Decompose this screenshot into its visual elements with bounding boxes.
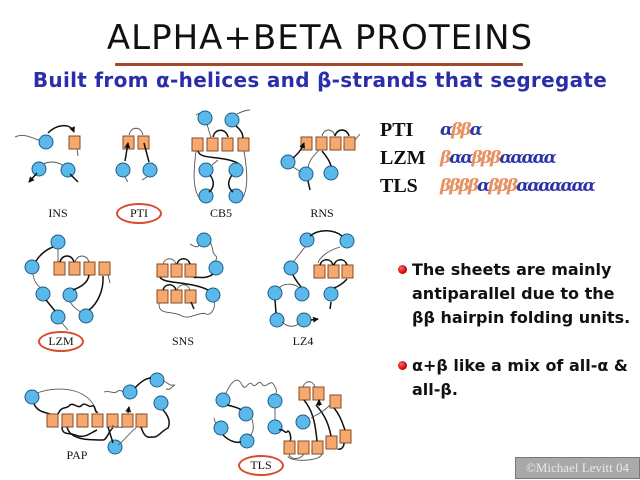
sequence-row-pti: PTI αββα [380,116,594,144]
diagram-label-pti: PTI [116,203,162,224]
alpha-symbols: α [469,120,483,140]
diagram-pti [115,127,158,183]
diagram-sns [156,232,224,318]
page-title: ALPHA+BETA PROTEINS [106,18,534,58]
beta-symbols: ββββ [440,176,479,196]
alpha-symbols: αα [449,148,473,168]
diagram-rns [280,129,361,191]
diagram-label-lz4: LZ4 [292,334,314,348]
diagram-label-sns: SNS [171,334,194,348]
copyright-notice: ©Michael Levitt 04 [515,457,640,479]
diagram-label-lzm: LZM [38,331,84,352]
bullet-text: The sheets are mainly antiparallel due t… [412,260,631,327]
alpha-symbols: α [477,176,490,196]
diagram-lzm [24,234,111,331]
sequence-pattern: ββββαβββααααααα [440,176,596,196]
alpha-symbols: α [440,120,453,140]
diagram-tls [213,379,352,461]
alpha-symbols: ααααααα [516,176,596,196]
bullet-text: α+β like a mix of all-α & all-β. [412,356,628,399]
diagram-pap [24,372,176,455]
secondary-structure-sequences: PTI αββα LZM βααβββααααα TLS ββββαβββααα… [380,116,596,200]
beta-symbols: ββ [451,120,472,140]
diagram-label-pap: PAP [66,448,88,462]
beta-symbols: β [440,148,451,168]
sequence-name: PTI [380,118,414,141]
beta-symbols: βββ [471,148,501,168]
sequence-row-tls: TLS ββββαβββααααααα [380,172,596,200]
sequence-pattern: αββα [440,120,483,140]
page-subtitle: Built from α-helices and β-strands that … [32,68,608,92]
sequence-name: LZM [380,146,426,169]
diagram-ins [14,125,81,183]
beta-symbols: βββ [488,176,518,196]
bullet-dot-icon [398,265,407,274]
key-points: The sheets are mainly antiparallel due t… [396,258,636,426]
diagram-lz4 [267,230,355,328]
title-underline [115,63,523,66]
diagram-cb5 [191,109,251,204]
bullet-item: α+β like a mix of all-α & all-β. [396,354,636,402]
diagram-label-ins: INS [48,206,68,220]
alpha-symbols: ααααα [499,148,556,168]
diagram-label-cb5: CB5 [209,206,232,220]
sequence-row-lzm: LZM βααβββααααα [380,144,594,172]
bullet-dot-icon [398,361,407,370]
sequence-name: TLS [380,174,418,197]
diagram-label-tls: TLS [238,455,284,476]
bullet-item: The sheets are mainly antiparallel due t… [396,258,636,330]
diagram-label-rns: RNS [310,206,334,220]
sequence-pattern: βααβββααααα [440,148,557,168]
